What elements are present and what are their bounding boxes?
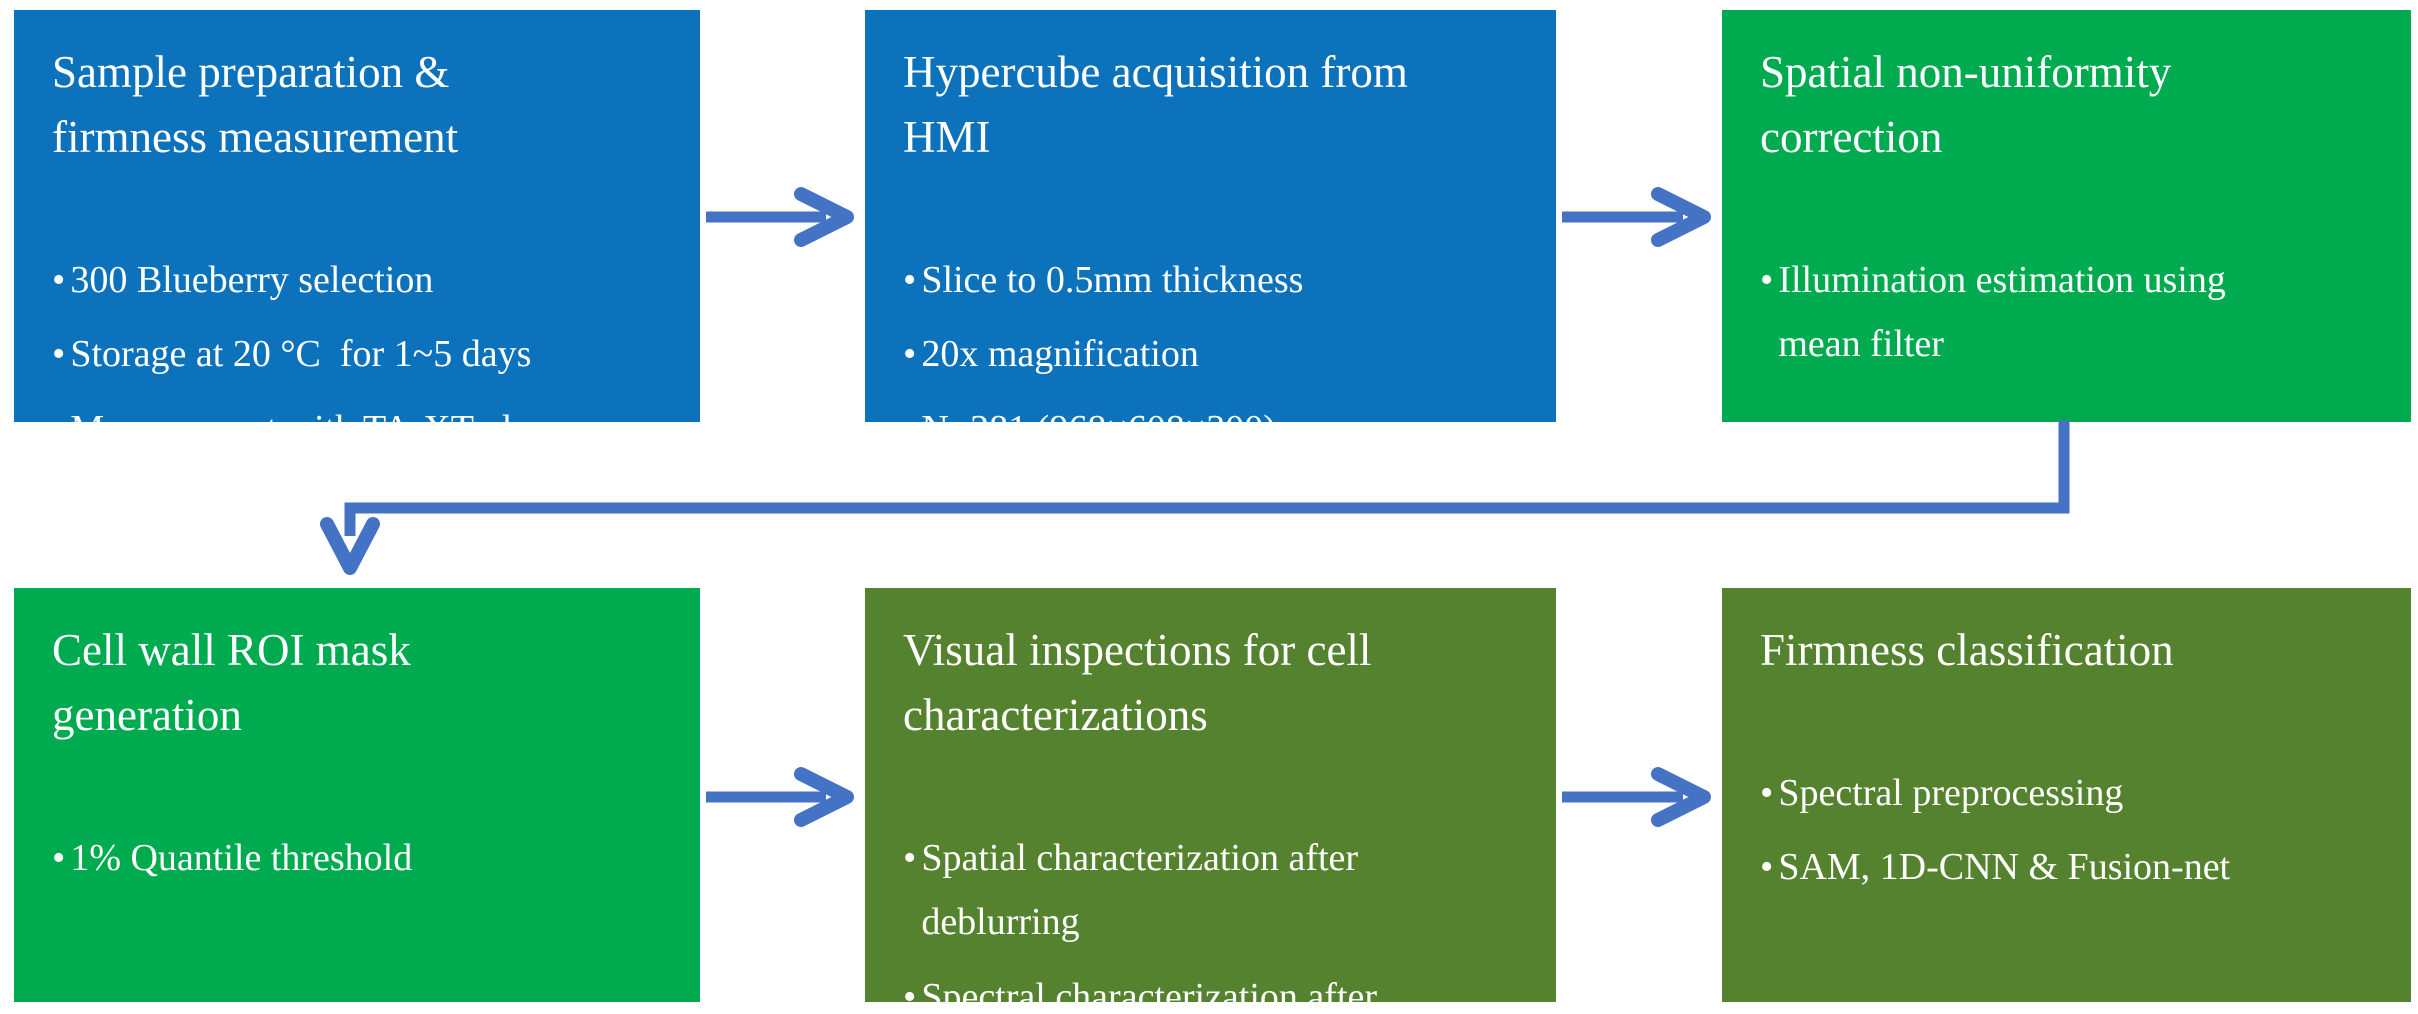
bullet-marker: • xyxy=(1760,771,1774,814)
bullet-marker: • xyxy=(52,258,66,301)
bullet-marker: • xyxy=(1760,258,1774,301)
flow-arrow-step5-to-step6-icon xyxy=(1562,767,1711,827)
bullet-item: • Spectral preprocessing xyxy=(1760,761,2383,826)
bullet-item: • SAM, 1D-CNN & Fusion-net xyxy=(1760,835,2383,900)
flow-node-cell-wall-roi-mask: Cell wall ROI mask generation • 1% Quant… xyxy=(14,588,700,1002)
node-title: Firmness classification xyxy=(1760,625,2174,675)
bullet-text: Measurement with TA-XT plus xyxy=(70,407,547,450)
bullet-item: • Illumination estimation using mean fil… xyxy=(1760,248,2383,377)
node-bullets: • 300 Blueberry selection • Storage at 2… xyxy=(52,248,672,462)
bullet-marker: • xyxy=(903,333,917,376)
bullet-text: SAM, 1D-CNN & Fusion-net xyxy=(1778,846,2231,889)
bullet-text: 20x magnification xyxy=(921,333,1199,376)
bullet-item: • 300 Blueberry selection xyxy=(52,248,672,313)
bullet-item: • 20x magnification xyxy=(903,322,1528,387)
flow-node-sample-preparation: Sample preparation & firmness measuremen… xyxy=(14,10,700,450)
flow-node-spatial-nonuniformity-correction: Spatial non-uniformity correction • Illu… xyxy=(1722,10,2411,422)
bullet-marker: • xyxy=(1760,846,1774,889)
node-title: Cell wall ROI mask generation xyxy=(52,625,411,740)
bullet-text: Spectral preprocessing xyxy=(1778,771,2124,814)
node-title: Visual inspections for cell characteriza… xyxy=(903,625,1372,740)
bullet-item: • N=281 (968×608×300) xyxy=(903,397,1528,462)
bullet-marker: • xyxy=(903,836,917,879)
node-bullets: • Spatial characterization after deblurr… xyxy=(903,826,1528,1014)
bullet-text: Spectral characterization after SNV(stan… xyxy=(921,975,1378,1014)
node-title: Hypercube acquisition from HMI xyxy=(903,47,1408,162)
node-bullets: • Spectral preprocessing • SAM, 1D-CNN &… xyxy=(1760,761,2383,900)
bullet-marker: • xyxy=(903,975,917,1014)
node-bullets: • 1% Quantile threshold xyxy=(52,826,672,891)
flow-arrow-step1-to-step2-icon xyxy=(706,187,854,247)
bullet-item: • 1% Quantile threshold xyxy=(52,826,672,891)
flow-node-visual-inspections: Visual inspections for cell characteriza… xyxy=(865,588,1556,1014)
node-title: Sample preparation & firmness measuremen… xyxy=(52,47,459,162)
bullet-item: • Spectral characterization after SNV(st… xyxy=(903,965,1528,1014)
bullet-marker: • xyxy=(903,407,917,450)
flow-arrow-step4-to-step5-icon xyxy=(706,767,854,827)
bullet-text: Storage at 20 °C for 1~5 days xyxy=(70,333,532,376)
bullet-item: • Measurement with TA-XT plus xyxy=(52,397,672,462)
bullet-marker: • xyxy=(52,836,66,879)
bullet-marker: • xyxy=(52,333,66,376)
bullet-marker: • xyxy=(52,407,66,450)
flow-arrow-step2-to-step3-icon xyxy=(1562,187,1711,247)
bullet-text: 1% Quantile threshold xyxy=(70,836,413,879)
bullet-item: • Storage at 20 °C for 1~5 days xyxy=(52,322,672,387)
bullet-item: • Slice to 0.5mm thickness xyxy=(903,248,1528,313)
bullet-text: Illumination estimation using mean filte… xyxy=(1778,258,2226,366)
bullet-text: Slice to 0.5mm thickness xyxy=(921,258,1304,301)
node-title: Spatial non-uniformity correction xyxy=(1760,47,2172,162)
flow-node-hypercube-acquisition: Hypercube acquisition from HMI • Slice t… xyxy=(865,10,1556,450)
bullet-text: N=281 (968×608×300) xyxy=(921,407,1276,450)
bullet-text: Spatial characterization after deblurrin… xyxy=(921,836,1359,944)
bullet-text: 300 Blueberry selection xyxy=(70,258,434,301)
node-bullets: • Illumination estimation using mean fil… xyxy=(1760,248,2383,377)
node-bullets: • Slice to 0.5mm thickness • 20x magnifi… xyxy=(903,248,1528,462)
flow-arrow-step3-to-step4-elbow-icon xyxy=(320,420,2070,575)
flow-node-firmness-classification: Firmness classification • Spectral prepr… xyxy=(1722,588,2411,1002)
bullet-marker: • xyxy=(903,258,917,301)
bullet-item: • Spatial characterization after deblurr… xyxy=(903,826,1528,955)
